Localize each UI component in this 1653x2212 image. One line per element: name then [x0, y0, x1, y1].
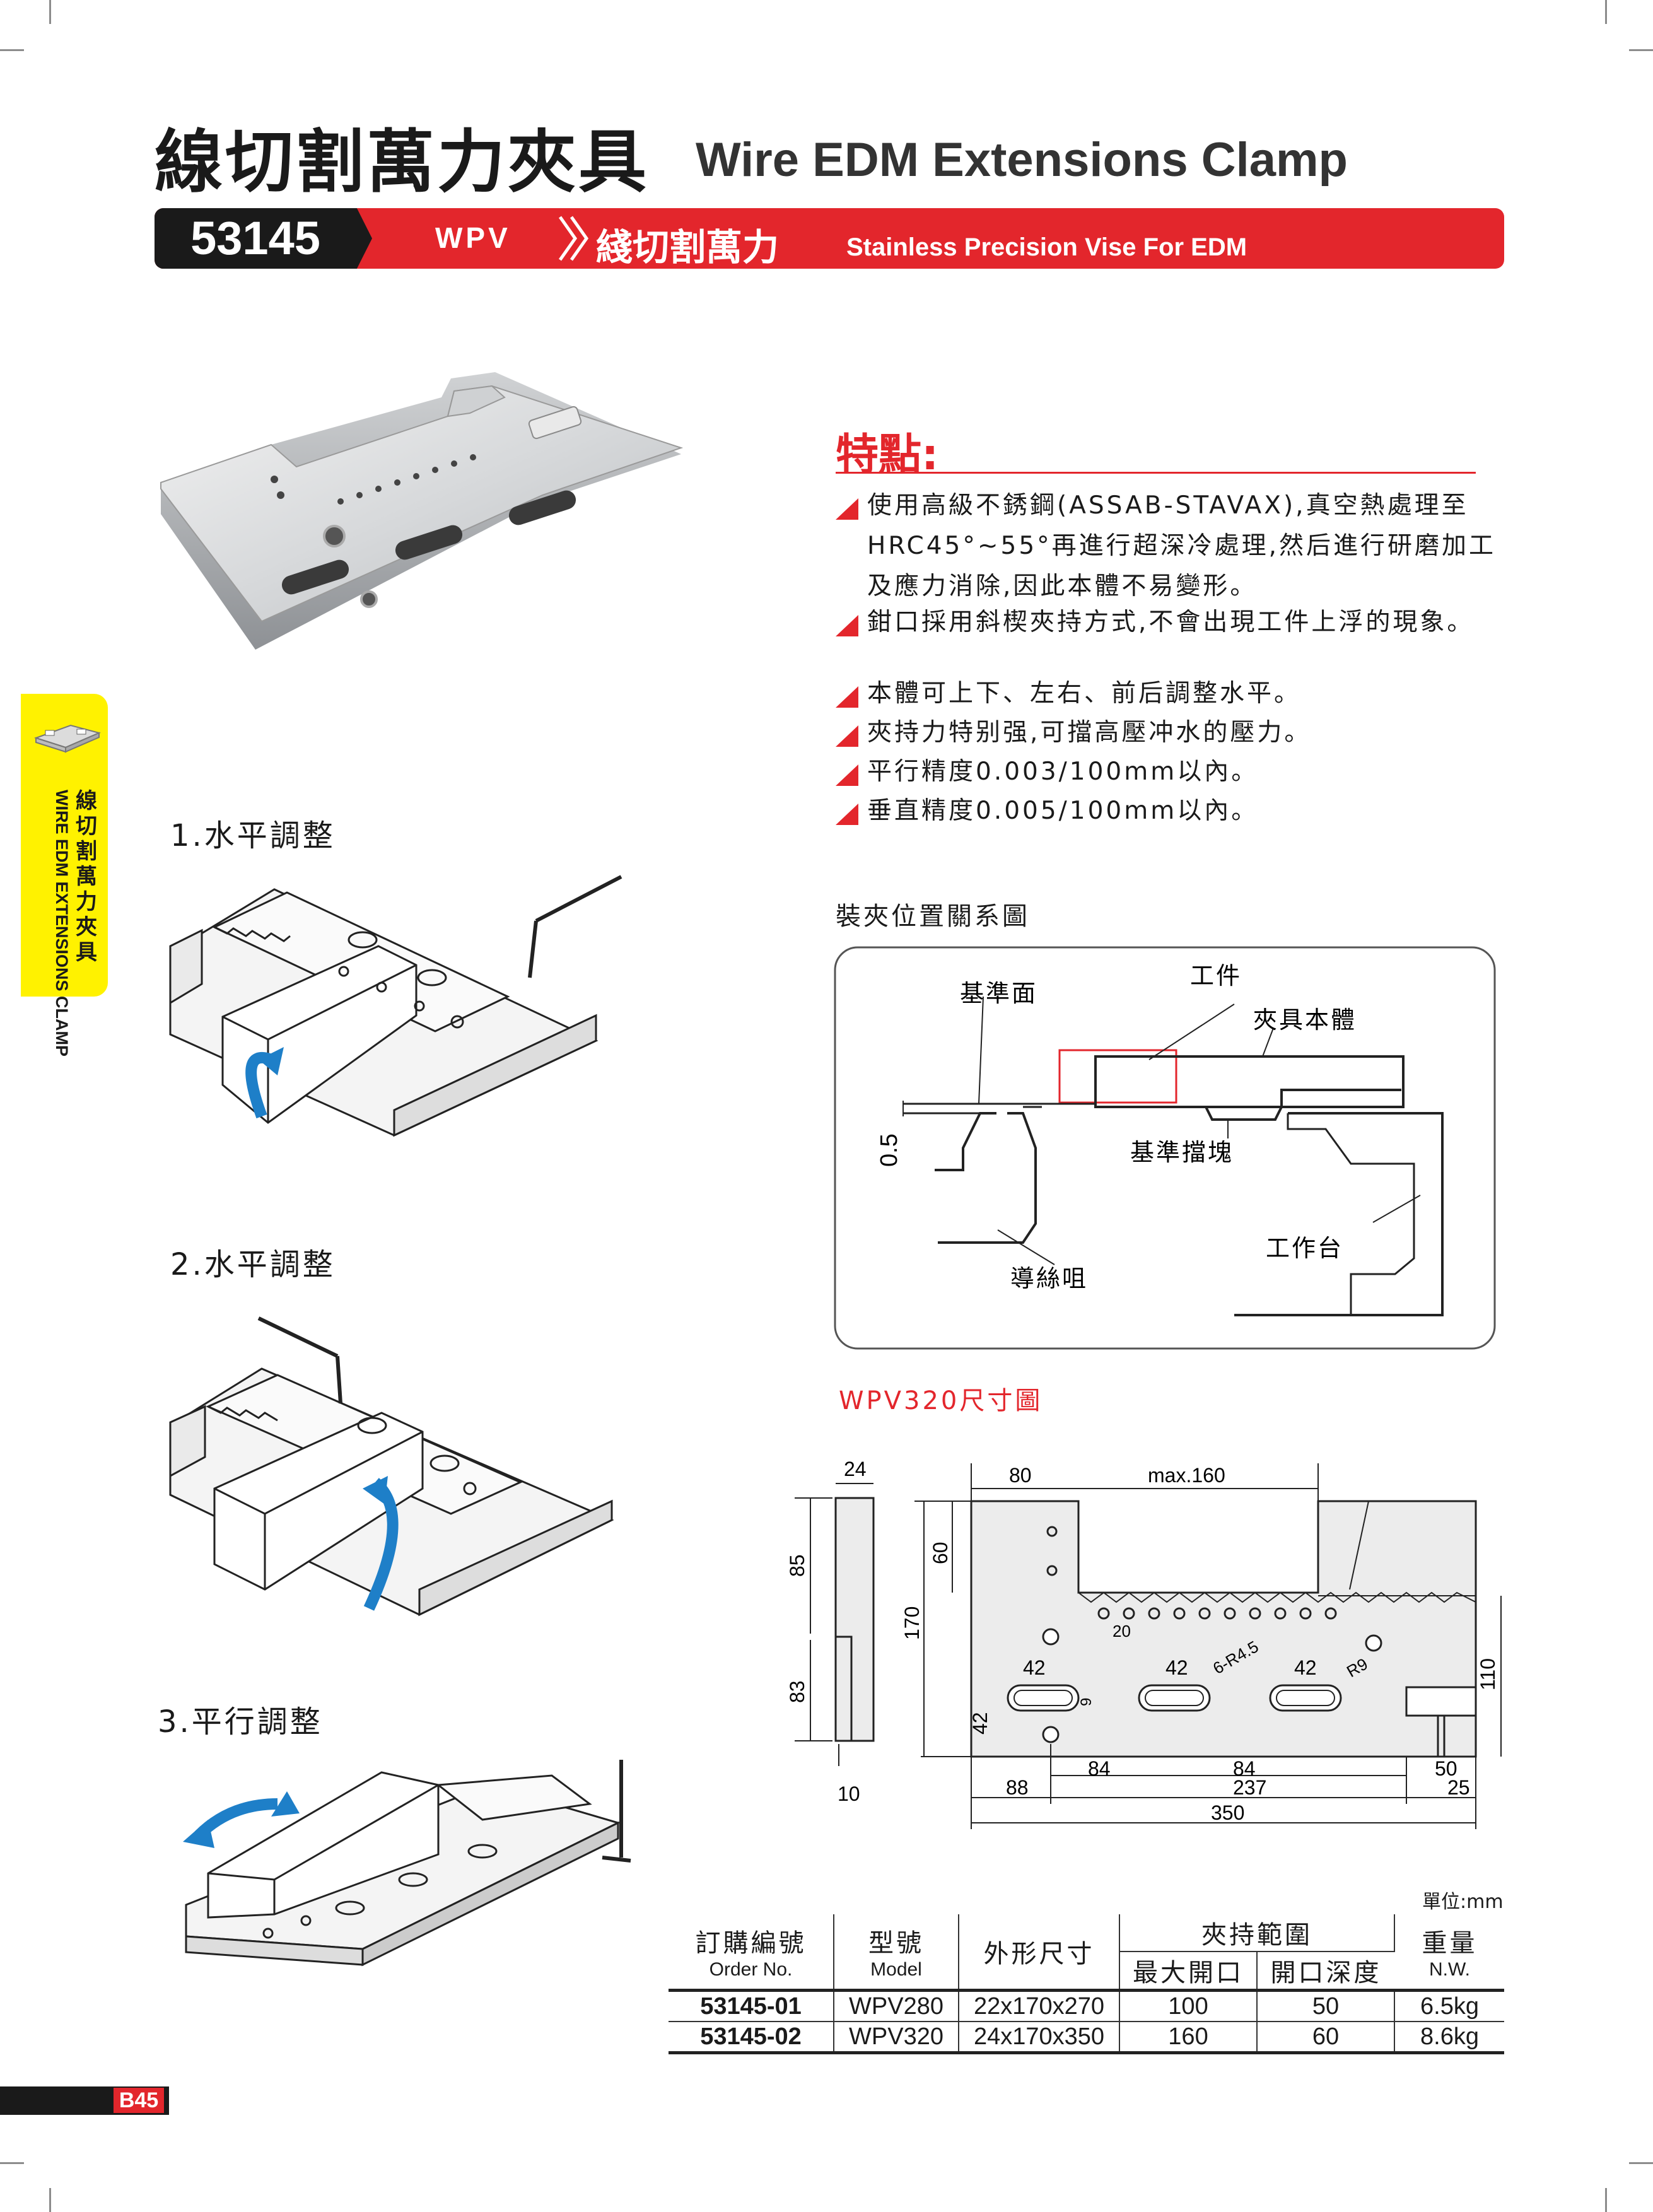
step-1-title: 1.水平調整 [170, 818, 336, 853]
bullet-triangle-icon [836, 725, 858, 747]
header-code-block [155, 208, 372, 269]
crop-mark [1629, 49, 1653, 51]
step-1-illustration [169, 875, 622, 1137]
dim-237: 237 [1233, 1776, 1266, 1799]
product-name-cn: 綫切割萬力 [596, 226, 780, 269]
page-title-cn: 線切割萬力夾具 [155, 123, 650, 202]
feature-item: 平行精度0.003/100mm以內。 [836, 752, 1504, 792]
step-2-title: 2.水平調整 [170, 1247, 336, 1282]
bullet-triangle-icon [836, 804, 858, 825]
label-workpiece: 工件 [1190, 962, 1242, 990]
clamp-position-diagram: 基準面 工件 夾具本體 基準擋塊 導絲咀 工作台 0.5 [834, 946, 1496, 1350]
chevron-right-icon [558, 216, 589, 261]
header-size: 外形尺寸 [959, 1914, 1120, 1991]
page-number: B45 [114, 2088, 164, 2113]
page-title-en: Wire EDM Extensions Clamp [696, 133, 1348, 187]
table-row: 53145-01 WPV280 22x170x270 100 50 6.5kg [669, 1989, 1504, 2022]
step-3-illustration [183, 1760, 631, 1967]
label-reference-block: 基準擋塊 [1130, 1138, 1234, 1166]
header-band [155, 208, 1504, 269]
header-clamp-range: 夾持範圍 [1119, 1914, 1395, 1952]
bullet-triangle-icon [836, 498, 858, 520]
dim-85: 85 [786, 1554, 809, 1577]
crop-mark [0, 49, 24, 51]
crop-mark [1629, 2162, 1653, 2164]
label-worktable: 工作台 [1266, 1234, 1343, 1262]
dim-9: 9 [1078, 1698, 1095, 1706]
product-name-en: Stainless Precision Vise For EDM [846, 233, 1247, 261]
dim-25: 25 [1447, 1776, 1470, 1799]
unit-label: 單位:mm [1422, 1891, 1504, 1913]
bullet-triangle-icon [836, 615, 858, 636]
product-code: 53145 [190, 212, 320, 264]
dim-60: 60 [929, 1542, 952, 1564]
dim-10: 10 [838, 1782, 860, 1805]
features-divider [836, 472, 1476, 474]
step-2-illustration [169, 1316, 614, 1617]
dim-170: 170 [901, 1606, 923, 1640]
header-max-opening: 最大開口 [1119, 1951, 1258, 1991]
crop-mark [1605, 2188, 1607, 2212]
features-title: 特點: [836, 430, 939, 480]
dim-88: 88 [1006, 1776, 1029, 1799]
dim-24: 24 [844, 1458, 867, 1480]
crop-mark [0, 2162, 24, 2164]
side-tab-label-en: WIRE EDM EXTENSIONS CLAMP [52, 790, 71, 1057]
bullet-triangle-icon [836, 686, 858, 708]
table-row: 53145-02 WPV320 24x170x350 160 60 8.6kg [669, 2021, 1504, 2054]
dim-350: 350 [1211, 1801, 1244, 1824]
product-model: WPV [435, 221, 511, 254]
clamp-diagram-title: 裝夾位置關系圖 [836, 902, 1030, 931]
label-gap: 0.5 [876, 1133, 902, 1167]
dim-80: 80 [1009, 1464, 1032, 1487]
crop-mark [49, 0, 51, 24]
dim-83: 83 [786, 1680, 809, 1703]
dim-20: 20 [1113, 1622, 1131, 1641]
dim-110: 110 [1476, 1658, 1499, 1690]
dim-max160: max.160 [1148, 1464, 1225, 1487]
crop-mark [49, 2188, 51, 2212]
dim-84a: 84 [1088, 1757, 1111, 1780]
crop-mark [1605, 0, 1607, 24]
dim-50: 50 [1435, 1757, 1457, 1780]
bullet-triangle-icon [836, 764, 858, 786]
dim-84b: 84 [1233, 1757, 1256, 1780]
dim-42v: 42 [969, 1712, 991, 1735]
feature-item: 垂直精度0.005/100mm以內。 [836, 791, 1504, 831]
feature-item: 夾持力特别强,可擋高壓冲水的壓力。 [836, 713, 1504, 753]
dimension-drawing-title: WPV320尺寸圖 [839, 1386, 1043, 1415]
dim-42b: 42 [1165, 1656, 1188, 1679]
vise-thumbnail-icon [33, 724, 102, 753]
side-tab-label-cn: 線切割萬力夾具 [76, 788, 97, 965]
step-3-title: 3.平行調整 [158, 1704, 323, 1740]
feature-item: 使用高級不銹鋼(ASSAB-STAVAX),真空熱處理至HRC45°~55°再進… [836, 486, 1504, 607]
header-opening-depth: 開口深度 [1257, 1951, 1394, 1991]
label-wire-guide: 導絲咀 [1010, 1265, 1088, 1292]
dim-42a: 42 [1023, 1656, 1046, 1679]
product-photo [160, 372, 684, 650]
dim-42c: 42 [1294, 1656, 1317, 1679]
label-clamp-body: 夾具本體 [1253, 1006, 1357, 1034]
feature-item: 本體可上下、左右、前后調整水平。 [836, 674, 1504, 714]
label-reference-face: 基準面 [960, 980, 1037, 1007]
dimension-drawing: 24 80 max.160 85 83 10 170 60 42 20 42 6… [786, 1458, 1502, 1829]
feature-item: 鉗口採用斜楔夾持方式,不會出現工件上浮的現象。 [836, 602, 1504, 643]
